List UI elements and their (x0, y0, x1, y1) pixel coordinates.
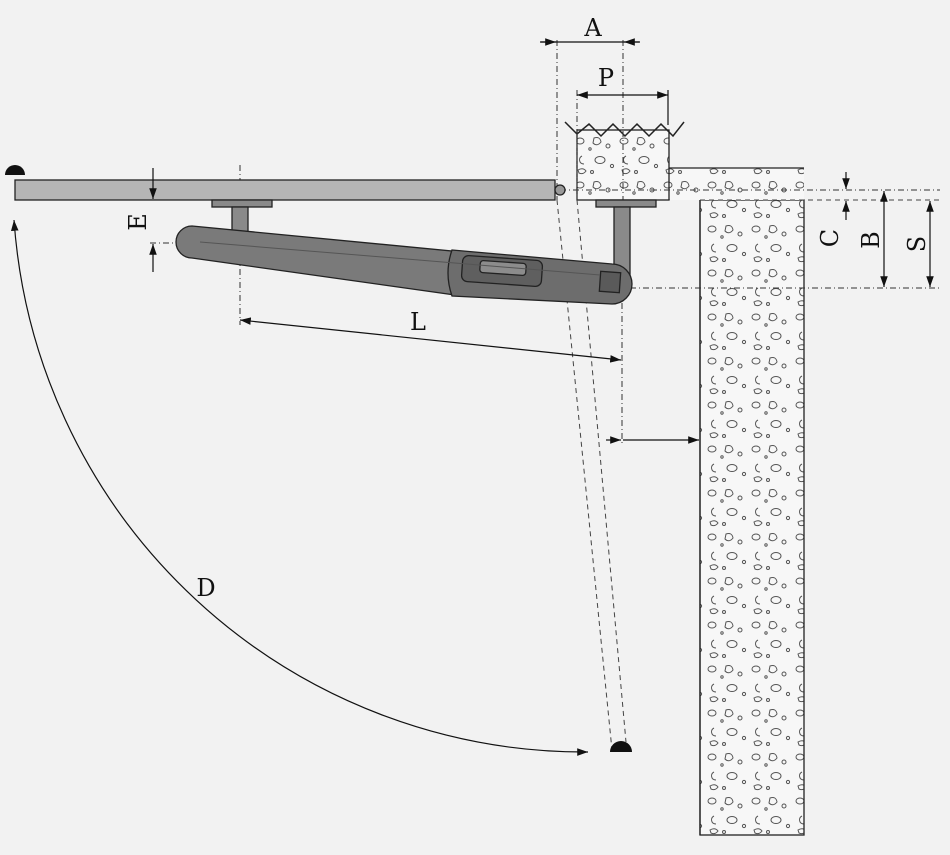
dimension-a: A (540, 14, 640, 46)
dimension-b: B (857, 191, 888, 287)
label-p: P (598, 64, 614, 92)
reference-lines (150, 40, 940, 751)
linear-actuator (175, 225, 633, 305)
gate-hinge-pin (554, 184, 566, 196)
pillar-post (564, 121, 685, 201)
label-b: B (857, 231, 885, 249)
label-e: E (124, 213, 152, 231)
label-l: L (410, 308, 426, 336)
gate-open-end-icon (610, 741, 632, 752)
dimension-l: L (239, 308, 622, 363)
masonry-wall (668, 167, 805, 836)
label-c: C (816, 229, 844, 247)
dimension-c: C (816, 172, 850, 247)
gate-hinge-end-icon (5, 165, 25, 175)
dimension-d-arc: D (10, 219, 589, 756)
label-d: D (196, 574, 215, 602)
gate-leaf (5, 165, 566, 201)
dimension-p: P (577, 64, 669, 125)
label-s: S (903, 236, 931, 252)
label-a: A (583, 14, 602, 42)
dimension-s: S (903, 201, 934, 287)
